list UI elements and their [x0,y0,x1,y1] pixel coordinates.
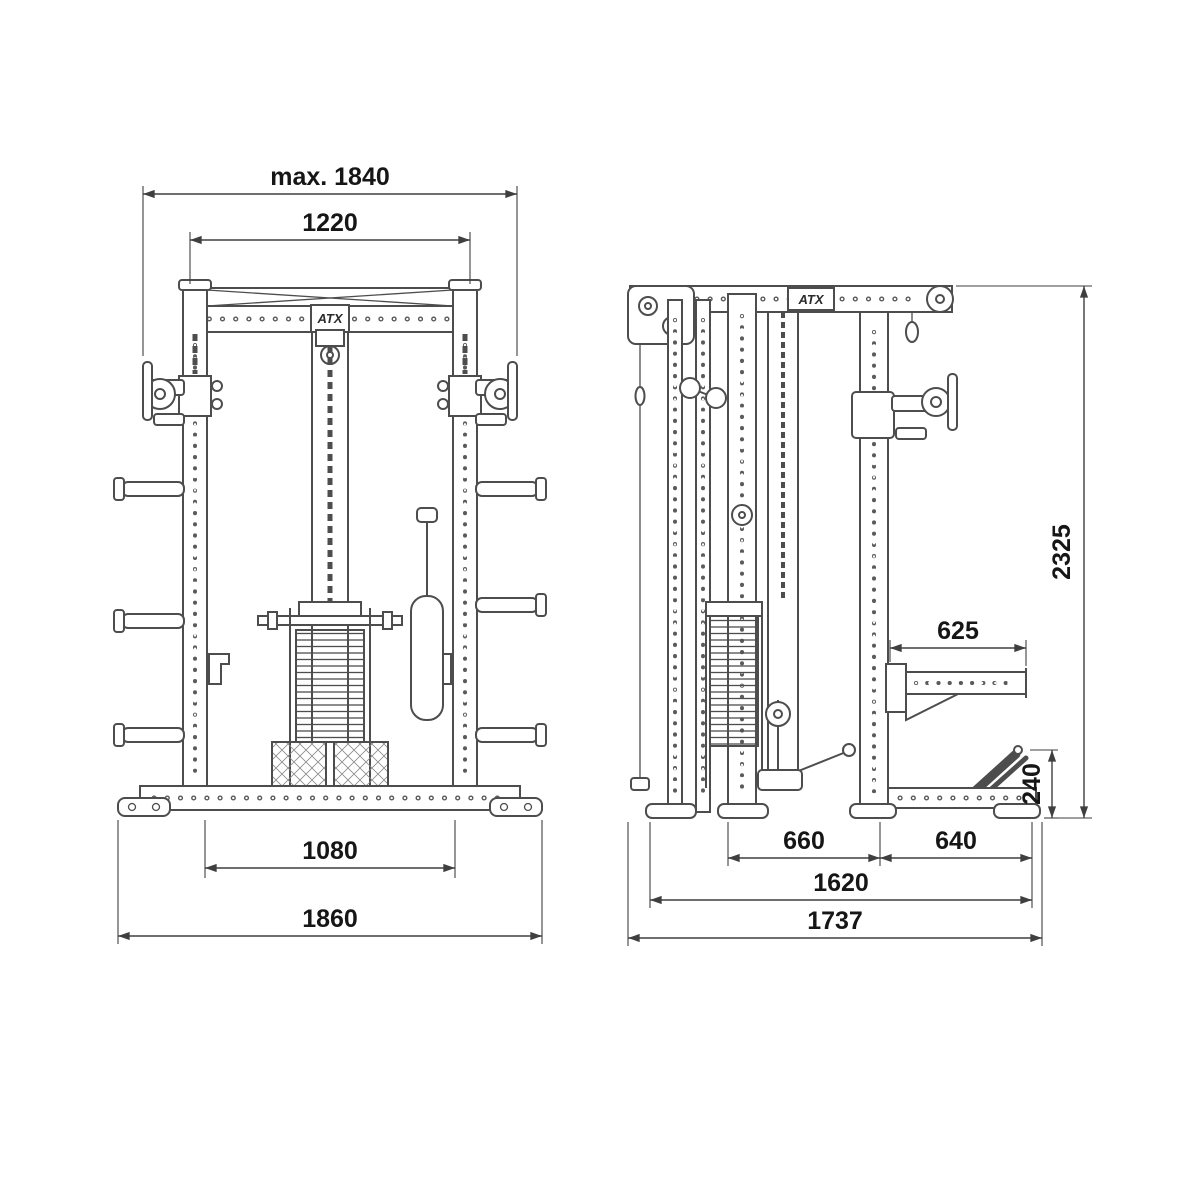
front-right-upright [448,279,482,807]
side-plate-horn [969,745,1029,797]
weight-stack [295,629,365,743]
snap-hook-icon [634,386,646,406]
dim-label-rear-foot-height: 240 [1018,763,1046,805]
dim-side-front-section-depth: 660 [727,822,881,866]
rubber-block-right [333,741,389,789]
dim-label-top-outer-width: max. 1840 [270,163,390,191]
dim-label-front-depth: 660 [783,827,825,855]
dim-side-plate-horn-height: 240 [1018,749,1058,819]
dim-label-top-inner-width: 1220 [302,209,358,237]
dim-label-base-outer-width: 1860 [302,905,358,933]
weight-stack [709,615,759,747]
front-base [117,785,543,817]
dim-front-base-inner-width: 1080 [204,820,456,878]
side-view: ATX [627,285,1092,946]
dim-label-inner-depth: 1620 [813,869,869,897]
side-weight-stack [705,601,763,788]
dim-side-rear-section-depth: 640 [880,822,1033,908]
front-left-upright [178,279,212,807]
side-front-upright [859,311,919,815]
side-brand-logo: ATX [797,292,824,307]
side-front-pulley-assembly [851,373,958,440]
dim-front-base-outer-width: 1860 [117,820,543,944]
side-brand-plate: ATX [787,287,835,311]
side-floor-pulley [757,700,856,791]
rubber-block-left [271,741,327,789]
front-center-tower [257,329,403,789]
dim-label-total-depth: 1737 [807,907,863,935]
dim-label-base-inner-width: 1080 [302,837,358,865]
dim-front-top-outer-width: max. 1840 [142,163,518,356]
dim-side-inner-depth: 1620 [649,822,1032,908]
dim-side-total-height: 2325 [956,285,1092,819]
front-left-pulley-assembly [142,361,223,426]
side-spotter-arm [885,663,1027,722]
front-left-plate-pegs [113,477,185,747]
dim-label-spotter-arm: 625 [937,617,979,645]
carabiner-icon [905,321,919,343]
dim-front-top-inner-width: 1220 [189,209,471,284]
dim-label-total-height: 2325 [1048,524,1076,580]
side-base [645,787,1041,819]
dim-label-rear-depth: 640 [935,827,977,855]
side-dimensions: 2325 625 240 660 [627,285,1092,946]
front-brand-plate: ATX [310,304,350,333]
front-brand-logo: ATX [316,311,343,326]
front-right-pulley-assembly [437,361,518,426]
dim-side-spotter-arm-length: 625 [889,617,1027,666]
front-dimensions: max. 1840 1220 1080 1860 [117,163,543,944]
front-view: ATX [113,163,547,944]
front-roller-pad [410,507,444,721]
front-right-plate-pegs [475,477,547,747]
dim-side-total-depth: 1737 [627,822,1043,946]
